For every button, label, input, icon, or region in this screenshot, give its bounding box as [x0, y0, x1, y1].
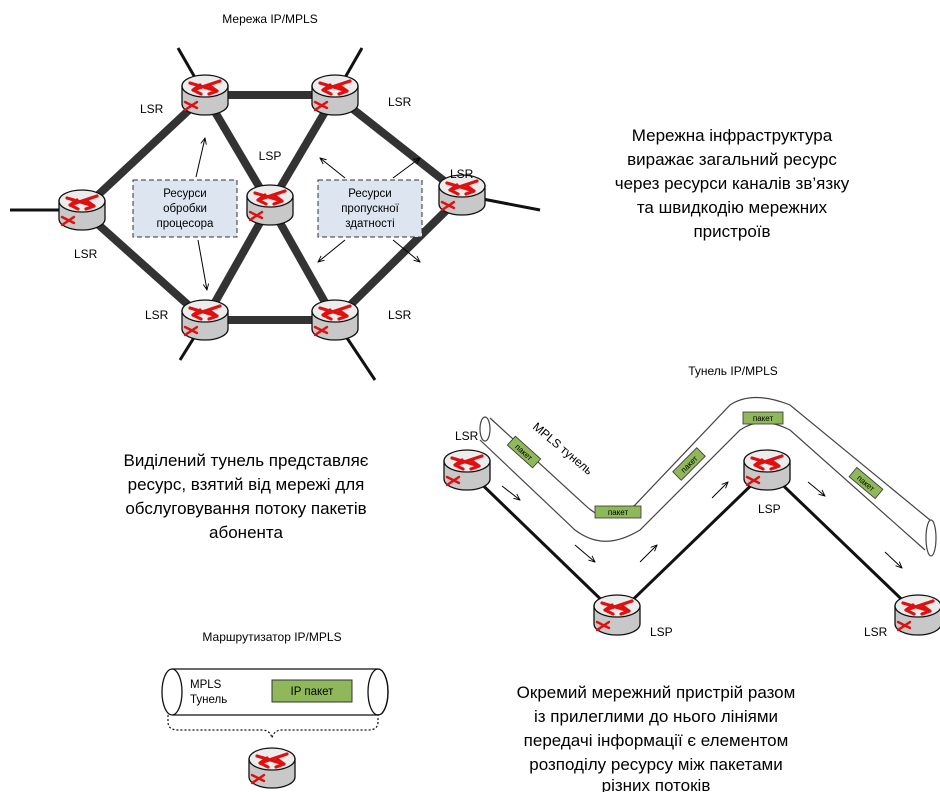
bandwidth-box-line: Ресурси: [348, 188, 392, 200]
router-label: LSP: [650, 625, 673, 639]
router-title: Маршрутизатор IP/MPLS: [202, 630, 341, 644]
tunnel-description-line: ресурс, взятий від мережі для: [128, 475, 365, 494]
router-icon: [893, 593, 940, 637]
bandwidth-box-line: здатності: [345, 218, 394, 230]
cpu-box-line: обробки: [163, 203, 207, 215]
network-description-line: та швидкодію мережних: [637, 198, 828, 217]
network-description-line: пристроїв: [693, 222, 770, 241]
bandwidth-box-line: пропускної: [341, 203, 399, 215]
router-icon: [442, 448, 492, 492]
router-label: LSR: [864, 625, 888, 639]
router-label: LSR: [388, 308, 412, 322]
packet: [506, 435, 542, 469]
ip-packet: [271, 679, 353, 703]
mpls-tunnel-label: MPLS тунель: [530, 420, 596, 478]
tunnel-title: Тунель IP/MPLS: [688, 364, 778, 378]
cpu-resources-box: [132, 179, 238, 238]
tunnel-description-line: Виділений тунель представляє: [124, 451, 369, 470]
network-title: Мережа IP/MPLS: [222, 12, 317, 26]
network-description-line: через ресурси каналів зв’язку: [615, 174, 850, 193]
tunnel-path-links: [465, 468, 920, 617]
tunnel-description-line: обслуговування потоку пакетів: [125, 499, 366, 518]
router-label: LSR: [74, 247, 98, 261]
tunnel-packets: пакет пакет пакет пакет пакет: [506, 411, 884, 519]
router-icon: [180, 298, 230, 342]
router-label: LSR: [145, 308, 169, 322]
tunnel-diagram: Тунель IP/MPLS MPLS тунель пакет пакет п…: [124, 364, 940, 639]
flow-arrows: [501, 482, 902, 568]
router-diagram: Маршрутизатор IP/MPLS MPLS Тунель IP пак…: [161, 630, 796, 792]
resource-arrows: [195, 138, 420, 290]
router-icon: [247, 746, 297, 790]
router-icon: [180, 73, 230, 117]
packet: [848, 466, 884, 500]
router-description-line: Окремий мережний пристрій разом: [517, 683, 796, 702]
router-label: LSR: [455, 429, 479, 443]
ip-packet-label: IP пакет: [291, 686, 335, 698]
packet-label: пакет: [608, 508, 629, 517]
router-icon: [310, 73, 360, 117]
cpu-box-line: Ресурси: [163, 188, 207, 200]
packet: [594, 505, 642, 519]
router-tunnel-label-line: MPLS: [190, 679, 222, 691]
router-icon: [437, 173, 487, 217]
packet-label: пакет: [753, 414, 774, 423]
network-description-line: виражає загальний ресурс: [627, 150, 837, 169]
router-icon: [742, 448, 792, 492]
router-label: LSR: [388, 95, 412, 109]
packet: [742, 411, 784, 425]
router-icon: [310, 298, 360, 342]
router-description-line: із прилеглими до нього лініями: [534, 707, 778, 726]
router-label: LSP: [758, 502, 781, 516]
packet: [672, 447, 706, 481]
cpu-box-line: процесора: [157, 218, 215, 230]
dotted-bracket: [167, 715, 379, 739]
router-icon: [592, 593, 642, 637]
cylinder-end: [161, 668, 183, 716]
router-icon: [57, 188, 107, 232]
center-router-label: LSP: [259, 149, 282, 163]
bandwidth-resources-box: [317, 179, 423, 238]
router-description-line: різних потоків: [602, 776, 711, 792]
router-label: LSR: [140, 102, 164, 116]
router-label: LSR: [450, 167, 474, 181]
router-description-line: передачі інформації є елементом: [524, 731, 789, 750]
router-icon: [245, 183, 295, 227]
router-description-line: розподілу ресурсу між пакетами: [529, 755, 783, 774]
network-description-line: Мережна інфраструктура: [632, 126, 833, 145]
router-tunnel-label-line: Тунель: [190, 694, 227, 706]
tunnel-description-line: абонента: [209, 523, 283, 542]
network-diagram: Ресурси обробки процесора Ресурси пропус…: [10, 12, 850, 381]
